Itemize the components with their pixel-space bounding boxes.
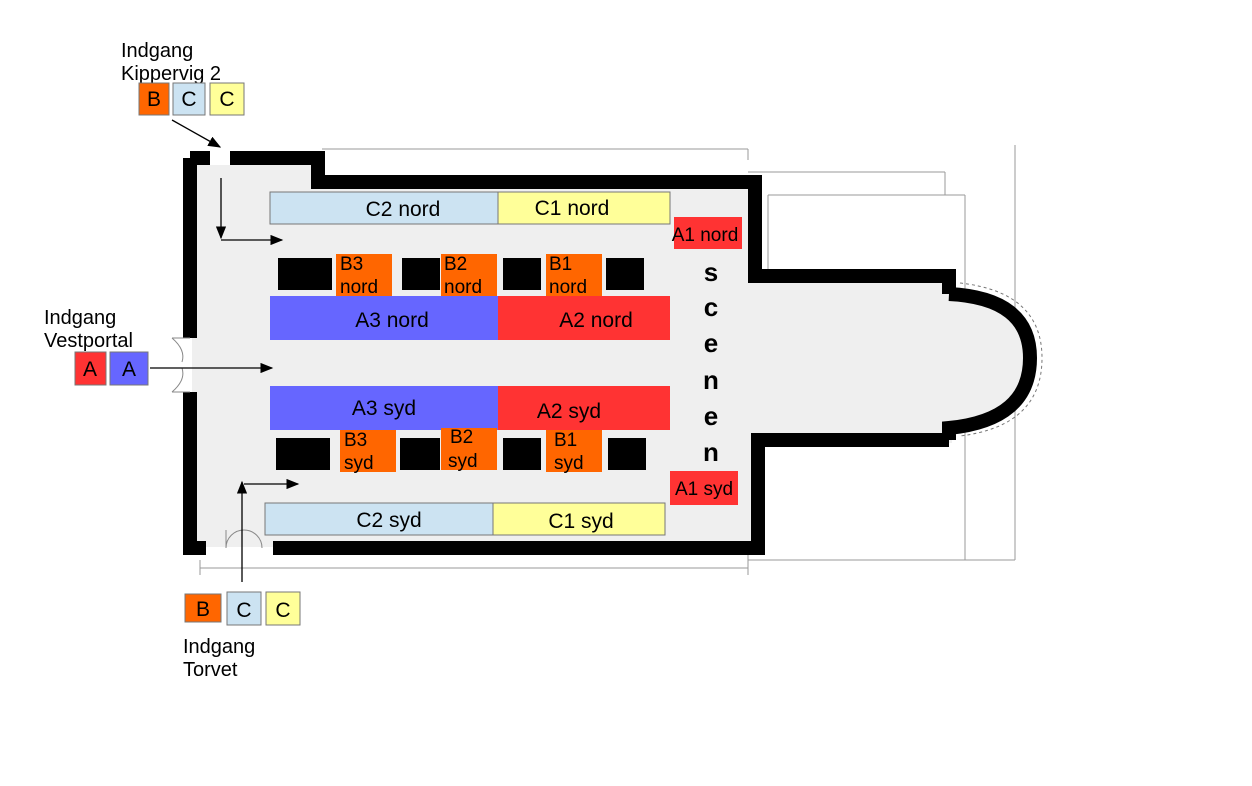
entrance-badge-c-label: C xyxy=(236,599,251,622)
section-c1-nord-label: C1 nord xyxy=(535,197,610,220)
section-b2-nord-label-2: nord xyxy=(444,277,482,298)
section-a1-syd[interactable] xyxy=(670,471,738,505)
pillar xyxy=(606,258,644,290)
section-b1-syd[interactable] xyxy=(546,430,602,472)
entrance-vestportal-label-1: Indgang xyxy=(44,307,116,329)
section-b1-syd-label-1: B1 xyxy=(554,430,577,451)
entrance-badge-c xyxy=(172,82,206,116)
entrance-badge-b-label: B xyxy=(196,598,210,621)
stage-letter: c xyxy=(704,292,718,322)
entrance-kippervig-label-1: Indgang xyxy=(121,40,193,62)
entrance-arrows xyxy=(150,119,300,582)
stage-label: s c e n e n xyxy=(703,257,719,467)
section-b1-nord-label-2: nord xyxy=(549,277,587,298)
section-c1-nord[interactable] xyxy=(497,191,671,225)
entrance-torvet-label-2: Torvet xyxy=(183,659,238,681)
entrance-badge-c-label: C xyxy=(219,88,234,111)
entrance-badge-c-label: C xyxy=(181,88,196,111)
entrance-kippervig-label-2: Kippervig 2 xyxy=(121,63,221,85)
section-b1-nord[interactable] xyxy=(546,254,602,296)
pillar xyxy=(503,258,541,290)
section-b1-syd-label-2: syd xyxy=(554,453,584,474)
section-b3-nord-label-2: nord xyxy=(340,277,378,298)
section-b3-syd-label-2: syd xyxy=(344,453,374,474)
section-c2-nord-label: C2 nord xyxy=(366,198,441,221)
entrance-badge-c xyxy=(265,591,301,626)
entrance-badge-b-label: B xyxy=(147,88,161,111)
pillar xyxy=(503,438,541,470)
stage-letter: e xyxy=(704,401,718,431)
section-b3-syd-label-1: B3 xyxy=(344,430,367,451)
entrance-vestportal-label-2: Vestportal xyxy=(44,330,133,352)
pillar xyxy=(400,438,440,470)
section-c1-syd[interactable] xyxy=(492,502,666,536)
entrance-badge-a-label: A xyxy=(83,358,97,381)
section-b2-nord-label-1: B2 xyxy=(444,254,467,275)
stage-letter: e xyxy=(704,328,718,358)
entrance-torvet-label-1: Indgang xyxy=(183,636,255,658)
section-b3-syd[interactable] xyxy=(340,430,396,472)
pillar xyxy=(278,258,332,290)
section-a2-syd[interactable] xyxy=(498,386,670,430)
entrance-badge-b xyxy=(184,593,222,623)
section-c2-syd-label: C2 syd xyxy=(356,509,421,532)
section-a2-nord[interactable] xyxy=(498,296,670,340)
pillar xyxy=(276,438,330,470)
section-b3-nord-label-1: B3 xyxy=(340,254,363,275)
pillar xyxy=(608,438,646,470)
stage-letter: n xyxy=(703,437,719,467)
section-a3-syd[interactable] xyxy=(270,386,498,430)
section-b2-syd[interactable] xyxy=(441,428,497,470)
section-a2-nord-label: A2 nord xyxy=(559,309,633,332)
section-c2-nord[interactable] xyxy=(269,191,499,225)
entrance-kippervig: Indgang Kippervig 2 B C C xyxy=(121,40,245,116)
section-a2-syd-label: A2 syd xyxy=(537,400,601,423)
entrance-badge-c xyxy=(226,591,262,626)
section-a3-nord-label: A3 nord xyxy=(355,309,429,332)
entrance-badge-c xyxy=(209,82,245,116)
entrance-badge-a xyxy=(74,351,107,386)
apse-outline xyxy=(959,282,1043,437)
section-b3-nord[interactable] xyxy=(336,254,392,296)
walls xyxy=(183,151,1038,555)
vestportal-door xyxy=(171,337,190,393)
section-c2-syd[interactable] xyxy=(264,502,494,536)
entrance-badge-b xyxy=(138,82,170,116)
entrance-badge-a xyxy=(109,351,149,386)
section-a3-nord[interactable] xyxy=(270,296,498,340)
section-a1-nord-label: A1 nord xyxy=(672,225,739,246)
section-b1-nord-label-1: B1 xyxy=(549,254,572,275)
section-a3-syd-label: A3 syd xyxy=(352,397,416,420)
section-b2-nord[interactable] xyxy=(441,254,497,296)
section-a1-nord[interactable] xyxy=(674,217,742,249)
stage-letter: s xyxy=(704,257,718,287)
pillar xyxy=(402,258,440,290)
section-c1-syd-label: C1 syd xyxy=(548,510,613,533)
entrance-badge-a-label: A xyxy=(122,358,136,381)
section-b2-syd-label-2: syd xyxy=(448,451,478,472)
section-a1-syd-label: A1 syd xyxy=(675,479,733,500)
entrance-vestportal: Indgang Vestportal A A xyxy=(44,307,149,386)
section-b2-syd-label-1: B2 xyxy=(450,427,473,448)
stage-letter: n xyxy=(703,365,719,395)
entrance-torvet: B C C Indgang Torvet xyxy=(183,591,301,681)
entrance-badge-c-label: C xyxy=(275,599,290,622)
